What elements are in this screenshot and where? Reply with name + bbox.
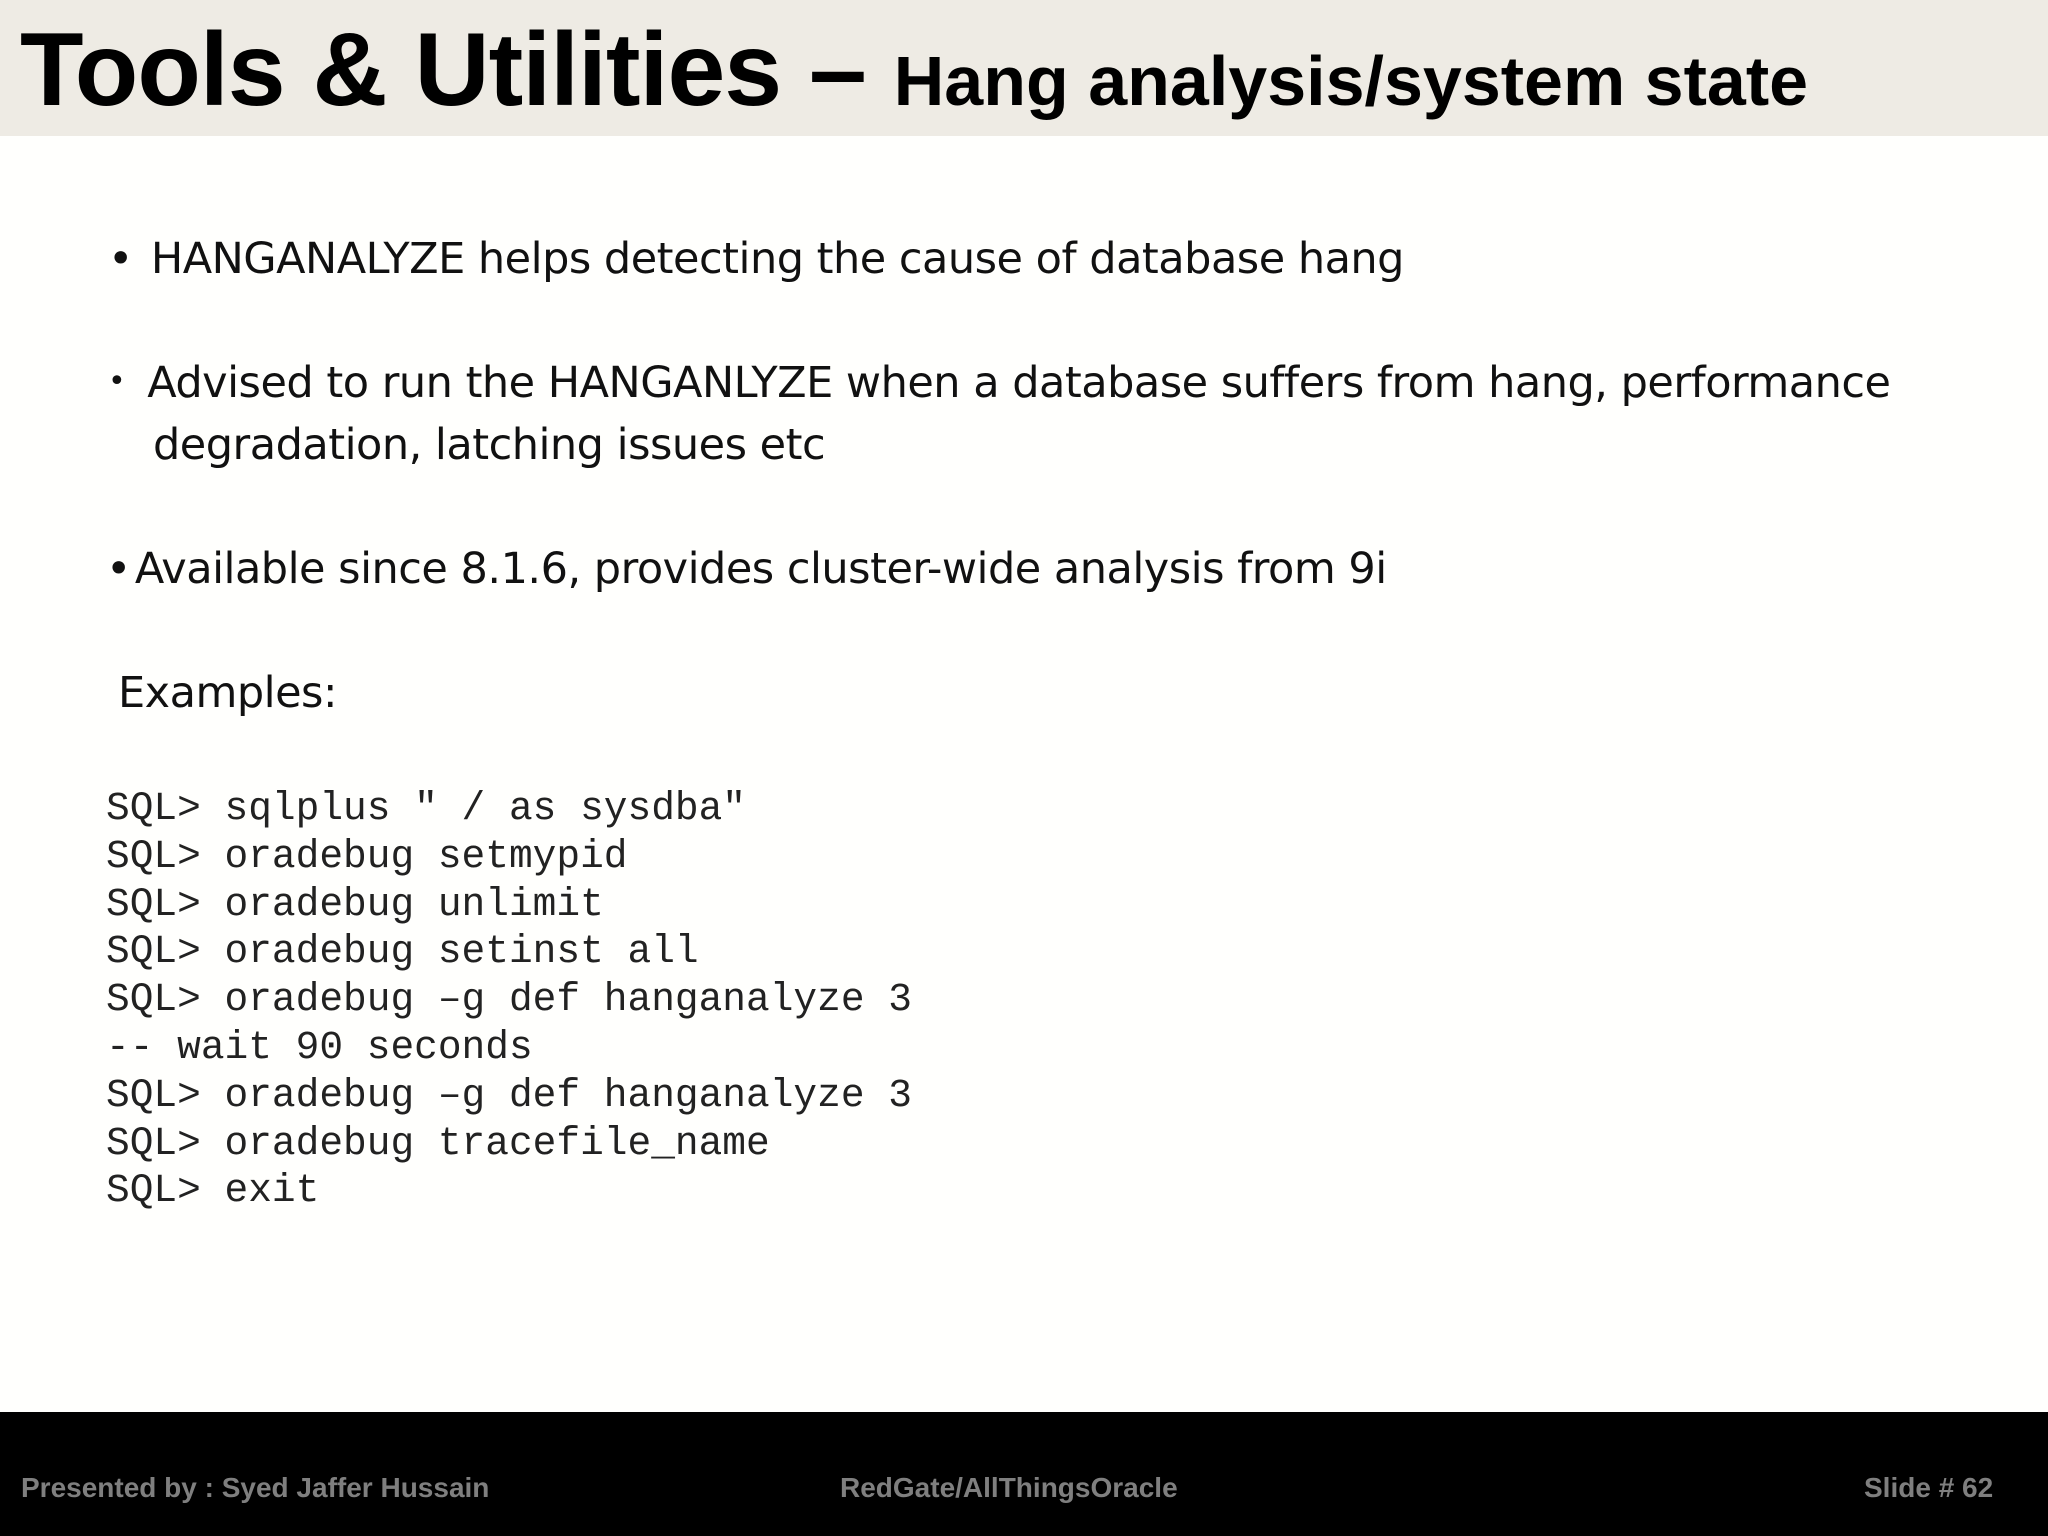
bullet-marker: • — [108, 364, 126, 399]
examples-label: Examples: — [118, 668, 337, 718]
bullet-text: Advised to run the HANGANLYZE when a dat… — [147, 358, 1891, 408]
code-line: SQL> exit — [106, 1168, 320, 1214]
code-line: SQL> sqlplus " / as sysdba" — [106, 786, 747, 831]
slide-content — [0, 136, 2048, 1412]
slide-title: Tools & Utilities – Hang analysis/system… — [20, 18, 1808, 122]
slide-title-main: Tools & Utilities – — [20, 12, 894, 128]
slide-title-subtitle: Hang analysis/system state — [893, 42, 1809, 120]
title-bar: Tools & Utilities – Hang analysis/system… — [0, 0, 2048, 136]
code-line: SQL> oradebug –g def hanganalyze 3 — [106, 977, 912, 1023]
code-line: SQL> oradebug –g def hanganalyze 3 — [106, 1072, 912, 1118]
bullet-text: Available since 8.1.6, provides cluster-… — [134, 544, 1387, 594]
code-line: -- wait 90 seconds — [106, 1024, 533, 1070]
footer-organization: RedGate/AllThingsOracle — [840, 1472, 1178, 1503]
bullet-marker: • — [108, 234, 133, 284]
code-line: SQL> oradebug unlimit — [106, 881, 604, 927]
bullet-item-1: • HANGANALYZE helps detecting the cause o… — [108, 234, 1404, 284]
bullet-item-2: • Advised to run the HANGANLYZE when a da… — [108, 358, 1891, 408]
bullet-item-3: •Available since 8.1.6, provides cluster… — [106, 544, 1387, 594]
bullet-item-2-continuation: degradation, latching issues etc — [153, 420, 826, 470]
code-block: SQL> sqlplus " / as sysdba"SQL> oradebug… — [106, 785, 912, 1215]
footer-presenter: Presented by : Syed Jaffer Hussain — [21, 1472, 490, 1503]
footer-slide-number: Slide # 62 — [1864, 1472, 1994, 1503]
code-line: SQL> oradebug setmypid — [106, 833, 628, 879]
bullet-text: HANGANALYZE helps detecting the cause of… — [150, 234, 1405, 284]
code-line: SQL> oradebug tracefile_name — [106, 1120, 770, 1166]
code-line: SQL> oradebug setinst all — [106, 929, 699, 975]
footer-bar — [0, 1412, 2048, 1536]
bullet-marker: • — [106, 544, 131, 594]
